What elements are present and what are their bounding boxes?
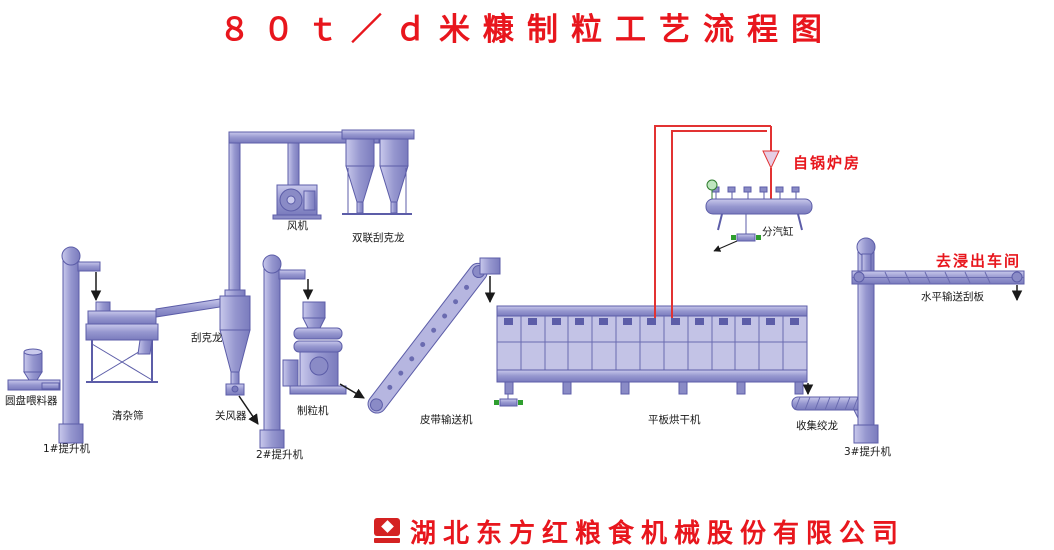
label-double-cyclone: 双联刮克龙 (352, 232, 405, 244)
company-name: 湖北东方红粮食机械股份有限公司 (410, 519, 906, 549)
label-belt-conveyor: 皮带输送机 (420, 414, 473, 426)
steam-header-shape (705, 179, 813, 252)
label-horizontal-scraper-conveyor: 水平输送刮板 (921, 291, 984, 303)
label-to-extraction-workshop: 去浸出车间 (936, 252, 1022, 270)
double-cyclone-shape (341, 129, 415, 215)
dryer-feed-shape (479, 257, 501, 304)
elevator-2-shape (259, 254, 314, 449)
label-cleaning-sieve: 清杂筛 (112, 410, 144, 422)
label-elevator-1: 1#提升机 (43, 443, 90, 455)
label-pellet-mill: 制粒机 (297, 405, 329, 417)
steam-pipes-shape (654, 125, 772, 318)
label-fan: 风机 (287, 220, 308, 232)
label-flat-bed-dryer: 平板烘干机 (648, 414, 701, 426)
cyclone-shape (219, 137, 251, 385)
label-from-boiler: 自锅炉房 (793, 154, 862, 172)
logo-bar-shape (374, 538, 400, 543)
air-lock-shape (225, 383, 259, 425)
label-elevator-2: 2#提升机 (256, 449, 303, 461)
label-air-lock: 关风器 (215, 410, 247, 422)
page-title: ８０ｔ／ｄ米糠制粒工艺流程图 (219, 12, 835, 48)
label-steam-header: 分汽缸 (762, 226, 794, 238)
fan-shape (272, 184, 322, 220)
label-collecting-auger: 收集绞龙 (796, 420, 838, 432)
boiler-inlet-funnel-shape (762, 150, 780, 170)
label-cyclone: 刮克龙 (191, 332, 223, 344)
belt-conveyor-shape (367, 262, 488, 414)
elevator-1-shape (58, 246, 102, 444)
cleaning-sieve-shape (85, 298, 221, 383)
label-disc-feeder: 圆盘喂料器 (5, 395, 58, 407)
pressure-gauge-icon (706, 179, 718, 191)
label-elevator-3: 3#提升机 (844, 446, 891, 458)
pellet-mill-shape (282, 301, 365, 399)
scraper-conveyor-shape (851, 253, 1025, 302)
disc-feeder-shape (7, 348, 61, 391)
logo-emblem-shape (374, 518, 400, 536)
company-logo-icon (374, 518, 404, 546)
flat-dryer-shape (496, 305, 808, 395)
dryer-steam-trap-shape (494, 394, 523, 407)
